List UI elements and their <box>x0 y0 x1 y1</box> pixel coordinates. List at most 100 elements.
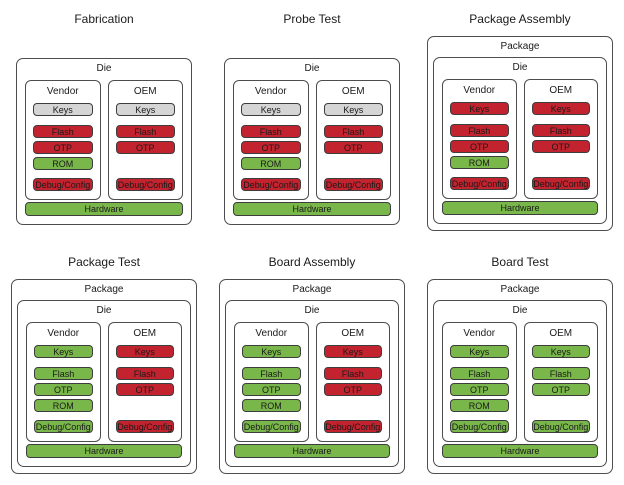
die-label: Die <box>304 305 320 316</box>
rom-placeholder-spacer <box>532 396 591 412</box>
chip-debug-config: Debug/Config <box>115 178 175 191</box>
die-label: Die <box>304 63 320 74</box>
chip-otp: OTP <box>450 140 509 153</box>
die-label: Die <box>512 62 528 73</box>
chip-otp: OTP <box>34 383 93 396</box>
rom-placeholder-spacer <box>324 154 384 170</box>
die-label: Die <box>512 305 528 316</box>
chip-otp: OTP <box>241 141 301 154</box>
chip-otp: OTP <box>33 141 93 154</box>
package-label: Package <box>84 284 124 295</box>
chip-keys: Keys <box>34 345 93 358</box>
chip-rom: ROM <box>241 157 301 170</box>
chip-debug-config: Debug/Config <box>531 177 590 190</box>
die-label: Die <box>96 63 112 74</box>
die-label: Die <box>96 305 112 316</box>
column-label: Vendor <box>254 86 287 97</box>
chip-flash: Flash <box>115 125 175 138</box>
chip-rom: ROM <box>242 399 301 412</box>
rom-placeholder-spacer <box>116 154 176 170</box>
column-label: Vendor <box>255 328 288 339</box>
chip-otp: OTP <box>115 383 174 396</box>
chip-keys: Keys <box>450 345 509 358</box>
column-label: Vendor <box>46 86 79 97</box>
hardware-bar: Hardware <box>26 444 182 458</box>
hardware-bar: Hardware <box>442 201 598 215</box>
stage-title: Fabrication <box>74 12 134 26</box>
hardware-bar: Hardware <box>233 202 391 216</box>
stage-title: Probe Test <box>283 12 341 26</box>
chip-keys: Keys <box>115 345 174 358</box>
chip-keys: Keys <box>115 103 175 116</box>
chip-otp: OTP <box>323 383 382 396</box>
chip-keys: Keys <box>323 103 383 116</box>
rom-placeholder-spacer <box>116 396 175 412</box>
hardware-bar: Hardware <box>234 444 390 458</box>
chip-debug-config: Debug/Config <box>242 420 301 433</box>
chip-rom: ROM <box>33 157 93 170</box>
chip-debug-config: Debug/Config <box>323 420 382 433</box>
chip-rom: ROM <box>34 399 93 412</box>
chip-keys: Keys <box>33 103 93 116</box>
chip-flash: Flash <box>531 367 590 380</box>
chip-otp: OTP <box>531 383 590 396</box>
chip-flash: Flash <box>450 124 509 137</box>
chip-otp: OTP <box>450 383 509 396</box>
column-label: OEM <box>341 86 365 97</box>
chip-debug-config: Debug/Config <box>241 178 301 191</box>
chip-rom: ROM <box>450 156 509 169</box>
hardware-bar: Hardware <box>442 444 598 458</box>
column-label: OEM <box>341 328 365 339</box>
hardware-bar: Hardware <box>25 202 183 216</box>
package-label: Package <box>500 284 540 295</box>
chip-keys: Keys <box>242 345 301 358</box>
chip-flash: Flash <box>241 125 301 138</box>
chip-flash: Flash <box>323 367 382 380</box>
column-label: Vendor <box>463 328 496 339</box>
package-label: Package <box>500 41 540 52</box>
chip-flash: Flash <box>531 124 590 137</box>
chip-debug-config: Debug/Config <box>34 420 93 433</box>
stage-title: Package Assembly <box>469 12 571 26</box>
column-label: Vendor <box>47 328 80 339</box>
column-label: Vendor <box>463 85 496 96</box>
chip-flash: Flash <box>450 367 509 380</box>
column-label: OEM <box>549 328 573 339</box>
chip-flash: Flash <box>323 125 383 138</box>
chip-keys: Keys <box>241 103 301 116</box>
chip-flash: Flash <box>115 367 174 380</box>
chip-otp: OTP <box>242 383 301 396</box>
